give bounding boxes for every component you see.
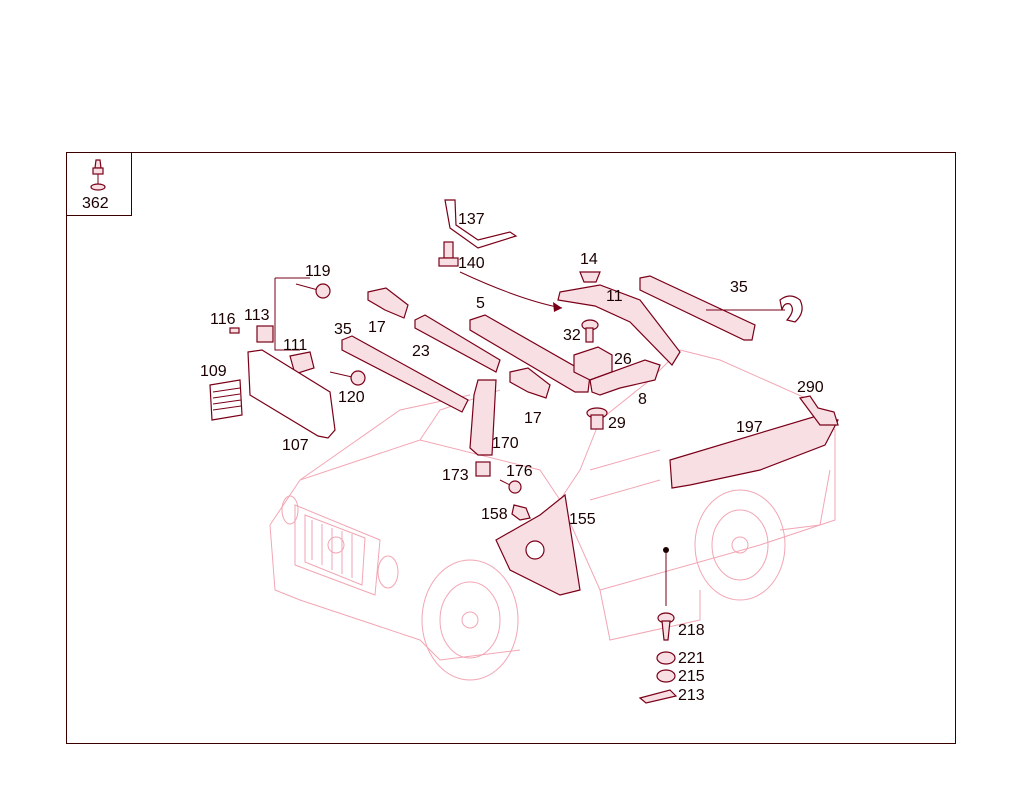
callout-32: 32 — [563, 327, 581, 344]
callout-111: 111 — [283, 337, 307, 354]
clip-158 — [511, 504, 531, 521]
clip-173 — [475, 461, 491, 477]
legend-box — [66, 152, 132, 216]
callout-23: 23 — [412, 343, 430, 360]
callout-107: 107 — [282, 437, 309, 454]
callout-29: 29 — [608, 415, 626, 432]
arrow-head — [553, 302, 562, 312]
callout-119: 119 — [305, 263, 331, 280]
arrow-140-11 — [459, 271, 563, 309]
screw-120 — [329, 370, 366, 386]
bracket-17-right — [509, 367, 551, 399]
strip-35-left — [341, 335, 469, 413]
callout-17-right: 17 — [524, 410, 542, 427]
clip-icon-362 — [90, 159, 106, 191]
callout-170: 170 — [492, 435, 519, 452]
callout-35-left: 35 — [334, 321, 352, 338]
callout-173: 173 — [442, 467, 469, 484]
pillar-trim-170 — [469, 379, 497, 456]
screw-176 — [499, 479, 522, 494]
callout-215: 215 — [678, 668, 705, 685]
callout-155: 155 — [569, 511, 596, 528]
callout-140: 140 — [458, 255, 485, 272]
rail-5 — [469, 314, 591, 393]
callout-158: 158 — [481, 506, 508, 523]
callout-11: 11 — [606, 288, 623, 305]
rail-23 — [414, 314, 501, 373]
screw-218 — [657, 612, 675, 641]
legend-label: 362 — [82, 195, 109, 212]
rail-11 — [557, 284, 681, 366]
callout-213: 213 — [678, 687, 705, 704]
pad-213 — [638, 689, 678, 704]
callout-290: 290 — [797, 379, 824, 396]
pin-116 — [229, 327, 240, 334]
diagram-frame — [66, 152, 956, 744]
callout-5: 5 — [476, 295, 485, 312]
bracket-8 — [589, 359, 661, 396]
callout-197: 197 — [736, 419, 763, 436]
spacer-215 — [656, 669, 676, 683]
grommet-29 — [586, 407, 608, 430]
callout-8: 8 — [638, 391, 647, 408]
callout-26: 26 — [614, 351, 632, 368]
clip-111 — [289, 351, 315, 375]
screw-119 — [295, 283, 331, 299]
leader-dot — [663, 547, 669, 553]
screw-32 — [581, 319, 599, 343]
vehicle-outline — [269, 349, 836, 681]
callout-120: 120 — [338, 389, 365, 406]
callout-113: 113 — [244, 307, 270, 324]
leader-119 — [274, 277, 310, 351]
callout-218: 218 — [678, 622, 705, 639]
bracket-17-left — [367, 287, 409, 319]
bracket-137 — [444, 199, 518, 249]
nut-221 — [656, 651, 676, 665]
callout-109: 109 — [200, 363, 227, 380]
callout-116: 116 — [210, 311, 236, 328]
bracket-290 — [798, 395, 839, 426]
strip-35-right — [639, 275, 756, 341]
callout-176: 176 — [506, 463, 533, 480]
callout-17-left: 17 — [368, 319, 386, 336]
callout-14: 14 — [580, 251, 598, 268]
kick-panel-hole — [525, 540, 545, 560]
callout-35-right: 35 — [730, 279, 748, 296]
clip-113 — [256, 325, 274, 343]
clip-14 — [579, 271, 601, 283]
clip-35 — [779, 295, 803, 323]
sun-visor-107 — [247, 349, 336, 439]
bolt-140 — [438, 241, 459, 267]
grille-109 — [209, 379, 243, 421]
callout-137: 137 — [458, 211, 485, 228]
callout-221: 221 — [678, 650, 705, 667]
